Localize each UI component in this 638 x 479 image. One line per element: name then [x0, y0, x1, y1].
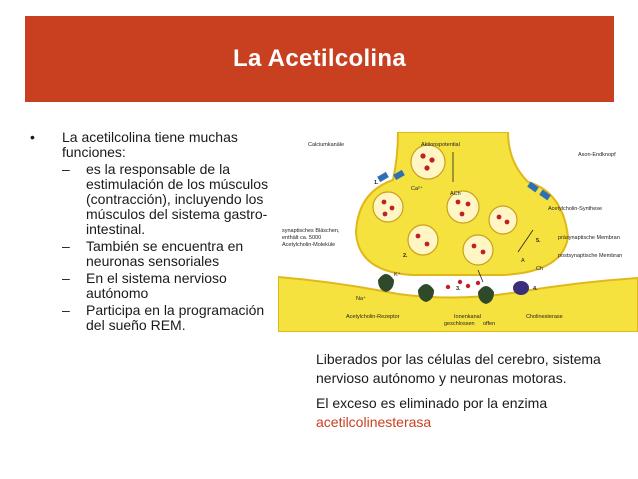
- sub-bullet-list: – es la responsable de la estimulación d…: [62, 162, 280, 333]
- label-ach: ACh: [450, 191, 461, 197]
- label-closed: geschlossen: [444, 321, 475, 327]
- calcium-channel-icons: [377, 169, 551, 201]
- dash-symbol: –: [62, 238, 70, 254]
- label-step5: 5.: [536, 238, 541, 244]
- label-step1: 1.: [374, 180, 379, 186]
- label-postsynaptic: postsynaptische Membran: [558, 253, 622, 259]
- vesicles: [372, 144, 518, 266]
- label-ch: Ch: [536, 266, 543, 272]
- label-receptor: Acetylcholin-Rezeptor: [346, 314, 400, 320]
- cholinesterase-icon: [513, 281, 529, 295]
- bullet-item: • La acetilcolina tiene muchas funciones…: [30, 130, 280, 333]
- label-ca: Ca²⁺: [411, 185, 423, 192]
- label-action-potential: Aktionspotential: [421, 142, 460, 148]
- label-step2: 2.: [403, 253, 408, 259]
- dash-symbol: –: [62, 161, 70, 177]
- caption-box: Liberados por las células del cerebro, s…: [316, 350, 616, 438]
- label-step3: 3.: [456, 286, 461, 292]
- caption-enzyme-name: acetilcolinesterasa: [316, 414, 432, 430]
- label-cholinesterase: Cholinesterase: [526, 314, 563, 320]
- label-ion-channel: Ionenkanal: [454, 314, 481, 320]
- label-presynaptic: präsynaptische Membran: [558, 235, 620, 241]
- slide-title: La Acetilcolina: [233, 45, 406, 72]
- label-a: A: [521, 258, 525, 264]
- postsynaptic-cell: [278, 275, 638, 332]
- sub-bullet-item: – es la responsable de la estimulación d…: [62, 162, 280, 237]
- bullet-list: • La acetilcolina tiene muchas funciones…: [30, 130, 280, 333]
- bullet-symbol: •: [30, 129, 35, 145]
- sub-bullet-text: es la responsable de la estimulación de …: [86, 161, 269, 237]
- label-vesicles2: enthält ca. 5000: [282, 235, 321, 241]
- caption-line1: Liberados por las células del cerebro, s…: [316, 351, 601, 386]
- dash-symbol: –: [62, 270, 70, 286]
- label-open: offen: [483, 321, 495, 327]
- label-calcium-channels: Calciumkanäle: [308, 142, 344, 148]
- bullet-text: La acetilcolina tiene muchas funciones:: [62, 129, 238, 160]
- ach-molecules: [381, 153, 510, 290]
- label-vesicles3: Acetylcholin-Moleküle: [282, 242, 335, 248]
- sub-bullet-item: – Participa en la programación del sueño…: [62, 303, 280, 333]
- receptor-icons: [378, 274, 494, 304]
- title-bar: La Acetilcolina: [25, 16, 614, 102]
- label-vesicles: synaptisches Bläschen,: [282, 228, 340, 234]
- synapse-diagram: Calciumkanäle Aktionspotential Axon-Endk…: [278, 132, 638, 332]
- label-synthesis: Acetylcholin-Synthese: [548, 206, 602, 212]
- caption-line2: El exceso es eliminado por la enzima ace…: [316, 394, 616, 432]
- label-k: K⁺: [394, 271, 401, 278]
- sub-bullet-text: Participa en la programación del sueño R…: [86, 302, 265, 333]
- label-na: Na⁺: [356, 295, 366, 302]
- label-step4: 4.: [533, 286, 538, 292]
- sub-bullet-text: También se encuentra en neuronas sensori…: [86, 238, 244, 269]
- caption-line2-prefix: El exceso es eliminado por la enzima: [316, 395, 548, 411]
- dash-symbol: –: [62, 302, 70, 318]
- arrows: [452, 152, 534, 283]
- label-axon-end: Axon-Endknopf: [578, 152, 616, 158]
- sub-bullet-item: – También se encuentra en neuronas senso…: [62, 239, 280, 269]
- sub-bullet-text: En el sistema nervioso autónomo: [86, 270, 227, 301]
- sub-bullet-item: – En el sistema nervioso autónomo: [62, 271, 280, 301]
